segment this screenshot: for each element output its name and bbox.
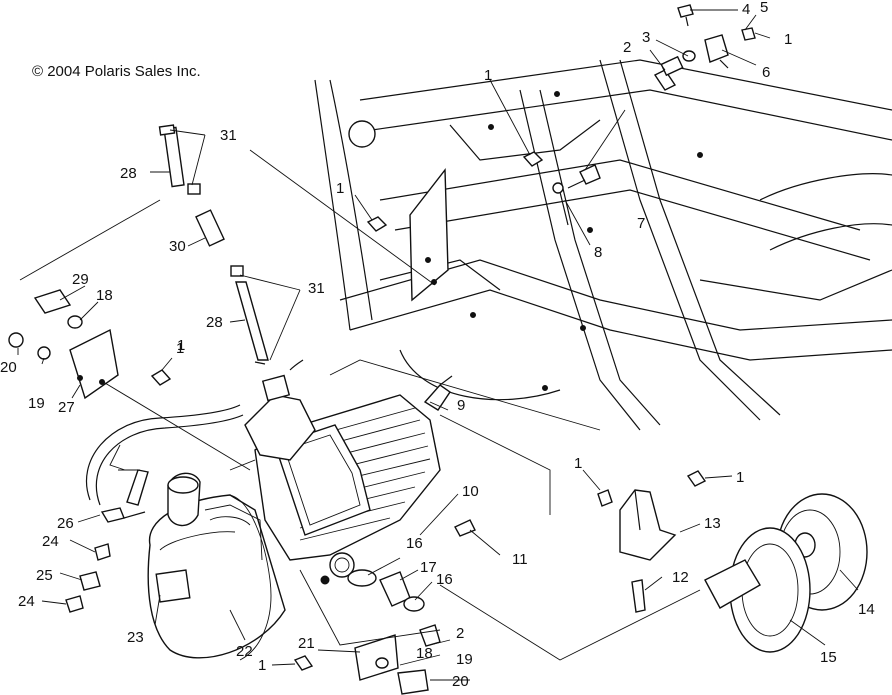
callout-label: 1 [736,469,744,486]
callout-label: 22 [236,643,253,660]
callout-label: 1 [784,31,792,48]
callout-label: 1 [574,455,582,472]
callout-label: 19 [28,395,45,412]
callout-labels: 1 2 3 4 5 1 6 1 7 8 1 31 28 30 31 28 29 … [0,0,875,690]
callout-label: 20 [0,359,17,376]
callout-label: 14 [858,601,875,618]
callout-label: 4 [742,1,750,18]
frame-bracket [409,168,449,302]
callout-label: 12 [672,569,689,586]
callout-label: 23 [127,629,144,646]
fuel-lines [85,124,269,523]
vehicle-frame [314,59,892,431]
callout-label: 30 [169,238,186,255]
leader-lines [17,9,859,681]
callout-label: 1 [258,657,266,674]
callout-label: 19 [456,651,473,668]
callout-label: 24 [42,533,59,550]
callout-label: 20 [452,673,469,690]
callout-label: 29 [72,271,89,288]
callout-label: 9 [457,397,465,414]
copyright-notice: © 2004 Polaris Sales Inc. [32,63,201,80]
callout-label: 15 [820,649,837,666]
callout-label: 27 [58,399,75,416]
callout-label: 1 [176,340,184,357]
engine-assembly [147,359,441,661]
callout-label: 3 [642,29,650,46]
callout-label: 5 [760,0,768,16]
callout-label: 18 [416,645,433,662]
callout-label: 31 [308,280,325,297]
callout-label: 16 [436,571,453,588]
callout-label: 10 [462,483,479,500]
callout-label: 31 [220,127,237,144]
callout-label: 2 [623,39,631,56]
callout-label: 28 [120,165,137,182]
hardware-parts [8,4,868,695]
callout-label: 8 [594,244,602,261]
callout-label: 1 [484,67,492,84]
callout-label: 2 [456,625,464,642]
callout-label: 26 [57,515,74,532]
callout-label: 28 [206,314,223,331]
callout-label: 1 [336,180,344,197]
callout-label: 25 [36,567,53,584]
callout-label: 6 [762,64,770,81]
callout-label: 11 [512,551,528,568]
callout-label: 13 [704,515,721,532]
callout-label: 7 [637,215,645,232]
callout-label: 1 [177,337,185,354]
callout-label: 18 [96,287,113,304]
callout-label: 21 [298,635,315,652]
callout-label: 24 [18,593,35,610]
callout-label: 17 [420,559,437,576]
callout-label: 16 [406,535,423,552]
